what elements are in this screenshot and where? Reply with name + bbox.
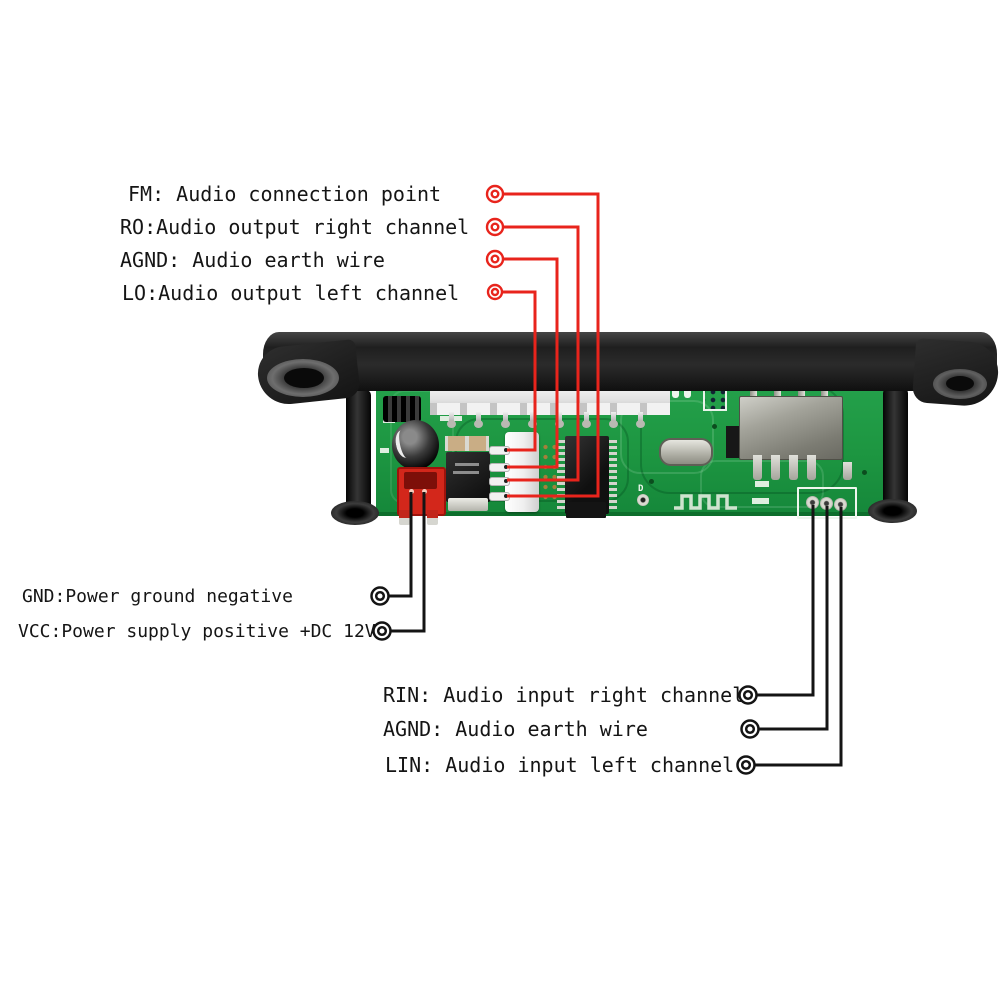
power-connector-recess [404, 472, 437, 489]
pcb-via [712, 424, 717, 429]
leader-lin [754, 507, 843, 767]
usb-leg [771, 455, 780, 480]
connector-pin-dot [504, 494, 508, 498]
label-rin: RIN: Audio input right channel [383, 683, 745, 707]
header-pin [503, 412, 508, 425]
washer-left [331, 501, 379, 525]
pad-lin [834, 498, 847, 511]
silkscreen-mark [755, 481, 769, 487]
label-gnd: GND:Power ground negative [22, 586, 293, 607]
leader-ro [503, 225, 580, 482]
solder-blob [528, 420, 537, 428]
leader-fm [503, 192, 600, 498]
solder-blob [501, 420, 510, 428]
power-connector-leg [427, 510, 438, 525]
leader-rin [756, 505, 815, 697]
panel-screw-hole-right [946, 376, 974, 391]
label-vcc: VCC:Power supply positive +DC 12V [18, 621, 376, 642]
label-fm: FM: Audio connection point [128, 182, 442, 206]
standoff-post-right [883, 388, 908, 512]
solder-blob [636, 420, 645, 428]
leader-agnd-out [503, 257, 559, 469]
pcb-via [649, 479, 654, 484]
header-pin [584, 412, 589, 425]
panel-screw-hole-left [284, 368, 324, 388]
header-pin [476, 412, 481, 425]
ic-pins-right [609, 440, 617, 510]
solder-blob [447, 420, 456, 428]
washer-right [868, 499, 917, 523]
front-panel [263, 332, 997, 391]
connector-pin-dot [504, 448, 508, 452]
small-ic [566, 502, 606, 518]
silkscreen-d-label: D [638, 484, 644, 494]
silkscreen-mark [380, 448, 389, 453]
label-agnd-out: AGND: Audio earth wire [120, 248, 385, 272]
usb-shield-gap [726, 426, 742, 458]
output-connector-4pin [505, 432, 539, 512]
inductor [383, 396, 421, 422]
regulator-tab [448, 498, 488, 511]
solder-blob [609, 420, 618, 428]
test-pad [637, 494, 649, 506]
solder-blob [555, 420, 564, 428]
header-connector-slots [430, 403, 670, 415]
standoff-post-left [346, 390, 371, 514]
label-lo: LO:Audio output left channel [122, 281, 460, 305]
decoder-ic [565, 436, 609, 514]
pcb-antenna-trace [674, 494, 737, 510]
usb-leg [807, 455, 816, 480]
leader-vcc [390, 492, 426, 633]
header-pin [611, 412, 616, 425]
usb-leg [843, 462, 852, 480]
regulator-marking [455, 463, 479, 466]
solder-blob [582, 420, 591, 428]
power-connector-leg [399, 510, 410, 525]
header-pin [557, 412, 562, 425]
connector-pin-dot [504, 479, 508, 483]
power-pin-gnd [409, 489, 414, 494]
connector-pin-dot [504, 465, 508, 469]
ic-pins-left [557, 440, 565, 510]
crystal-oscillator [659, 438, 713, 466]
leader-lo [503, 290, 537, 452]
voltage-regulator [446, 452, 490, 502]
usb-leg [789, 455, 798, 480]
header-pin [449, 412, 454, 425]
solder-blob [474, 420, 483, 428]
label-lin: LIN: Audio input left channel [385, 753, 735, 777]
smd-capacitor [466, 436, 489, 451]
regulator-marking [453, 471, 479, 474]
header-pin [530, 412, 535, 425]
leader-gnd [388, 492, 413, 598]
pad-rin [806, 496, 819, 509]
power-pin-vcc [422, 489, 427, 494]
label-agnd-in: AGND: Audio earth wire [383, 717, 648, 741]
electrolytic-capacitor [392, 420, 439, 470]
label-ro: RO:Audio output right channel [120, 215, 470, 239]
header-pin [638, 412, 643, 425]
usb-leg [753, 455, 762, 480]
pad-agnd [820, 497, 833, 510]
pcb-via [862, 470, 867, 475]
leader-agnd-in [758, 506, 829, 731]
silkscreen-mark [752, 498, 769, 504]
